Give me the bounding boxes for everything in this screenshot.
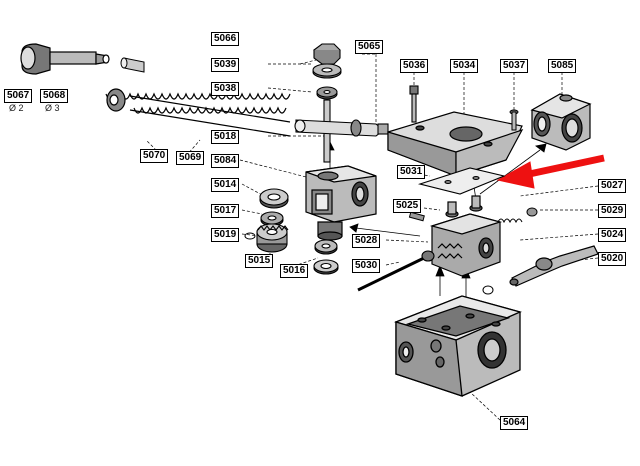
part-label-5084: 5084 <box>211 154 240 168</box>
housing-5084 <box>305 165 377 241</box>
part-label-5034: 5034 <box>450 59 479 73</box>
plate-5034 <box>387 111 524 177</box>
part-label-5066: 5066 <box>211 32 240 46</box>
part-label-5064: 5064 <box>500 416 529 430</box>
part-label-5069: 5069 <box>176 151 205 165</box>
part-label-5036: 5036 <box>400 59 429 73</box>
part-label-5068: 5068 <box>40 89 69 103</box>
part-label-5037: 5037 <box>500 59 529 73</box>
part-label-5070: 5070 <box>140 149 169 163</box>
diameter-label-5068: Ø 3 <box>45 103 60 113</box>
part-label-5017: 5017 <box>211 204 240 218</box>
part-label-5016: 5016 <box>280 264 309 278</box>
spring-5029 <box>497 207 538 224</box>
pin-5025 <box>408 211 425 222</box>
washer-5039 <box>312 63 342 79</box>
gasket-5031 <box>417 167 506 195</box>
handle-5020 <box>509 245 599 287</box>
part-label-5018: 5018 <box>211 130 240 144</box>
part-label-5028: 5028 <box>352 234 381 248</box>
nut-5066 <box>313 43 341 65</box>
bearing-5017 <box>260 211 284 227</box>
screw-5036 <box>409 85 419 123</box>
shaft-5065 <box>294 99 389 163</box>
shaft-5067 <box>20 43 110 75</box>
part-label-5038: 5038 <box>211 82 240 96</box>
part-label-5014: 5014 <box>211 178 240 192</box>
gear-5015 <box>256 223 289 253</box>
part-label-5020: 5020 <box>598 252 627 266</box>
part-label-5067: 5067 <box>4 89 33 103</box>
pump-body <box>429 195 503 277</box>
part-label-5025: 5025 <box>393 199 422 213</box>
part-label-5015: 5015 <box>245 254 274 268</box>
bearing-5016 <box>313 239 339 275</box>
washer-5038 <box>316 86 338 100</box>
block-5064 <box>394 295 522 397</box>
housing-5085 <box>530 93 592 151</box>
part-label-5029: 5029 <box>598 204 627 218</box>
bushing-5070 <box>106 88 126 112</box>
part-label-5065: 5065 <box>355 40 384 54</box>
screw-5037 <box>509 109 519 131</box>
washer-5024 <box>482 285 494 295</box>
pin-5068 <box>120 57 145 73</box>
diameter-label-5067: Ø 2 <box>9 103 24 113</box>
part-label-5027: 5027 <box>598 179 627 193</box>
clip-5019 <box>244 232 256 240</box>
part-label-5039: 5039 <box>211 58 240 72</box>
part-label-5030: 5030 <box>352 259 381 273</box>
bolt-5030 <box>357 250 435 292</box>
part-label-5024: 5024 <box>598 228 627 242</box>
part-label-5085: 5085 <box>548 59 577 73</box>
red-arrow <box>496 154 605 189</box>
bearing-5014 <box>259 188 289 209</box>
part-label-5019: 5019 <box>211 228 240 242</box>
spring-5069 <box>105 92 291 137</box>
part-label-5031: 5031 <box>397 165 426 179</box>
